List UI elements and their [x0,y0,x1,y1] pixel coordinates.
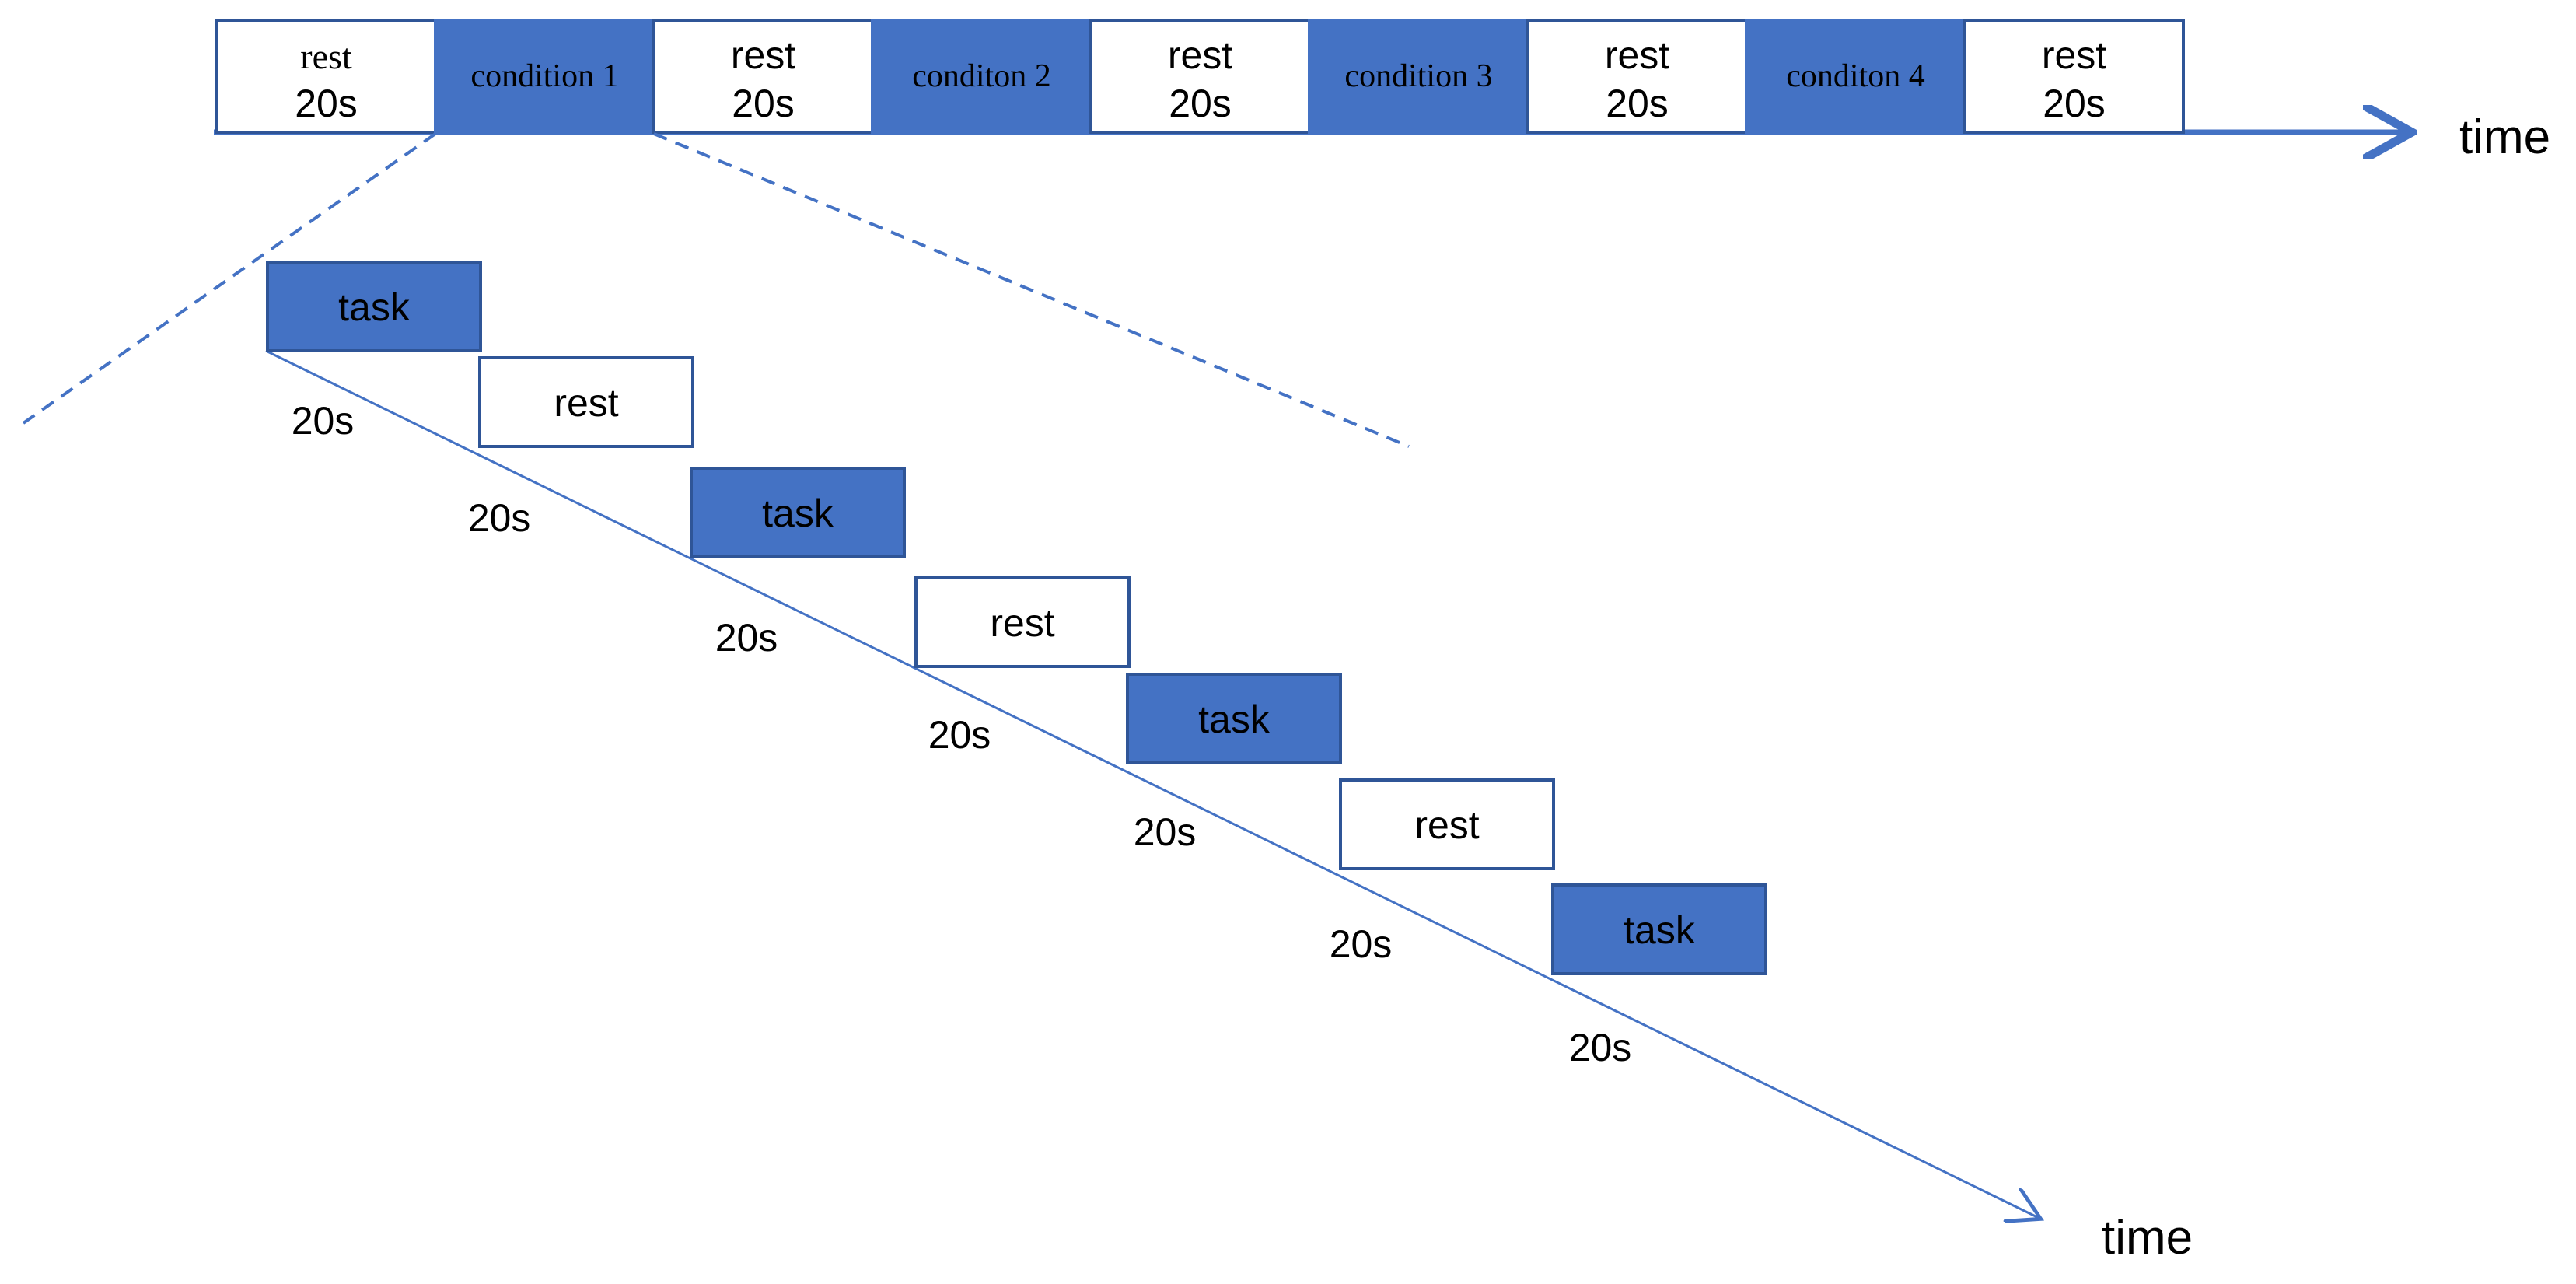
zoom-step-task: task 20s [266,261,482,443]
task-block-rect [1126,673,1342,764]
task-block-rect [690,467,906,558]
rest-duration: 20s [295,82,358,125]
top-block-rest: rest 20s [1526,19,1748,134]
rest-duration: 20s [1169,82,1232,125]
zoom-step-task: task 20s [1551,883,1767,1069]
rest-label: rest [1414,803,1479,847]
zoom-axis-label: time [2102,1211,2193,1265]
step-duration: 20s [928,713,991,757]
rest-label: rest [554,381,618,425]
rest-block-rect [1339,778,1555,870]
top-timeline: rest 20s condition 1 rest 20s conditon 2 rest 2… [214,19,2550,164]
step-duration: 20s [468,496,531,540]
task-block-rect [266,261,482,352]
top-block-condition: condition 3 [1308,19,1529,134]
rest-label: rest [1168,33,1232,77]
zoom-time-axis [265,349,2039,1218]
zoom-step-rest: rest 20s [914,576,1131,757]
top-block-condition: conditon 2 [871,19,1092,134]
condition-block-rect [1308,19,1529,134]
rest-label: rest [1605,33,1669,77]
task-label: task [762,492,834,535]
rest-label: rest [731,33,795,77]
rest-label: rest [2042,33,2106,77]
step-duration: 20s [292,399,355,443]
top-block-condition: condition 1 [434,19,655,134]
zoom-connector-lines [22,132,1410,448]
rest-block-rect [914,576,1131,668]
rest-duration: 20s [1606,82,1669,125]
step-duration: 20s [715,616,778,659]
zoom-step-rest: rest 20s [468,356,694,540]
zoom-step-task: task 20s [1126,673,1342,854]
zoom-step-task: task 20s [690,467,906,659]
top-block-rest: rest 20s [215,19,437,134]
rest-label: rest [990,601,1054,645]
task-block-rect [1551,883,1767,975]
rest-label: rest [300,37,352,76]
condition-label: conditon 4 [1786,58,1924,94]
rest-block-rect [1963,19,2185,134]
rest-block-rect [478,356,694,448]
task-label: task [1198,698,1271,741]
rest-duration: 20s [2043,82,2106,125]
zoom-line-right [653,132,1410,448]
zoom-line-left [22,132,437,425]
top-axis-label: time [2459,110,2550,164]
zoomed-timeline: task 20s rest 20s task 20s rest 20s task 20s rest 2… [265,261,2193,1265]
condition-label: conditon 2 [912,58,1050,94]
rest-duration: 20s [732,82,795,125]
condition-label: condition 3 [1344,58,1492,94]
top-block-rest: rest 20s [1963,19,2185,134]
condition-block-rect [434,19,655,134]
step-duration: 20s [1134,810,1197,854]
task-label: task [338,285,411,329]
top-block-condition: conditon 4 [1745,19,1966,134]
step-duration: 20s [1330,922,1393,966]
step-duration: 20s [1569,1026,1632,1069]
condition-label: condition 1 [470,58,618,94]
zoom-step-rest: rest 20s [1330,778,1555,966]
top-block-rest: rest 20s [1089,19,1311,134]
task-label: task [1624,908,1696,952]
top-block-rest: rest 20s [652,19,874,134]
rest-block-rect [652,19,874,134]
